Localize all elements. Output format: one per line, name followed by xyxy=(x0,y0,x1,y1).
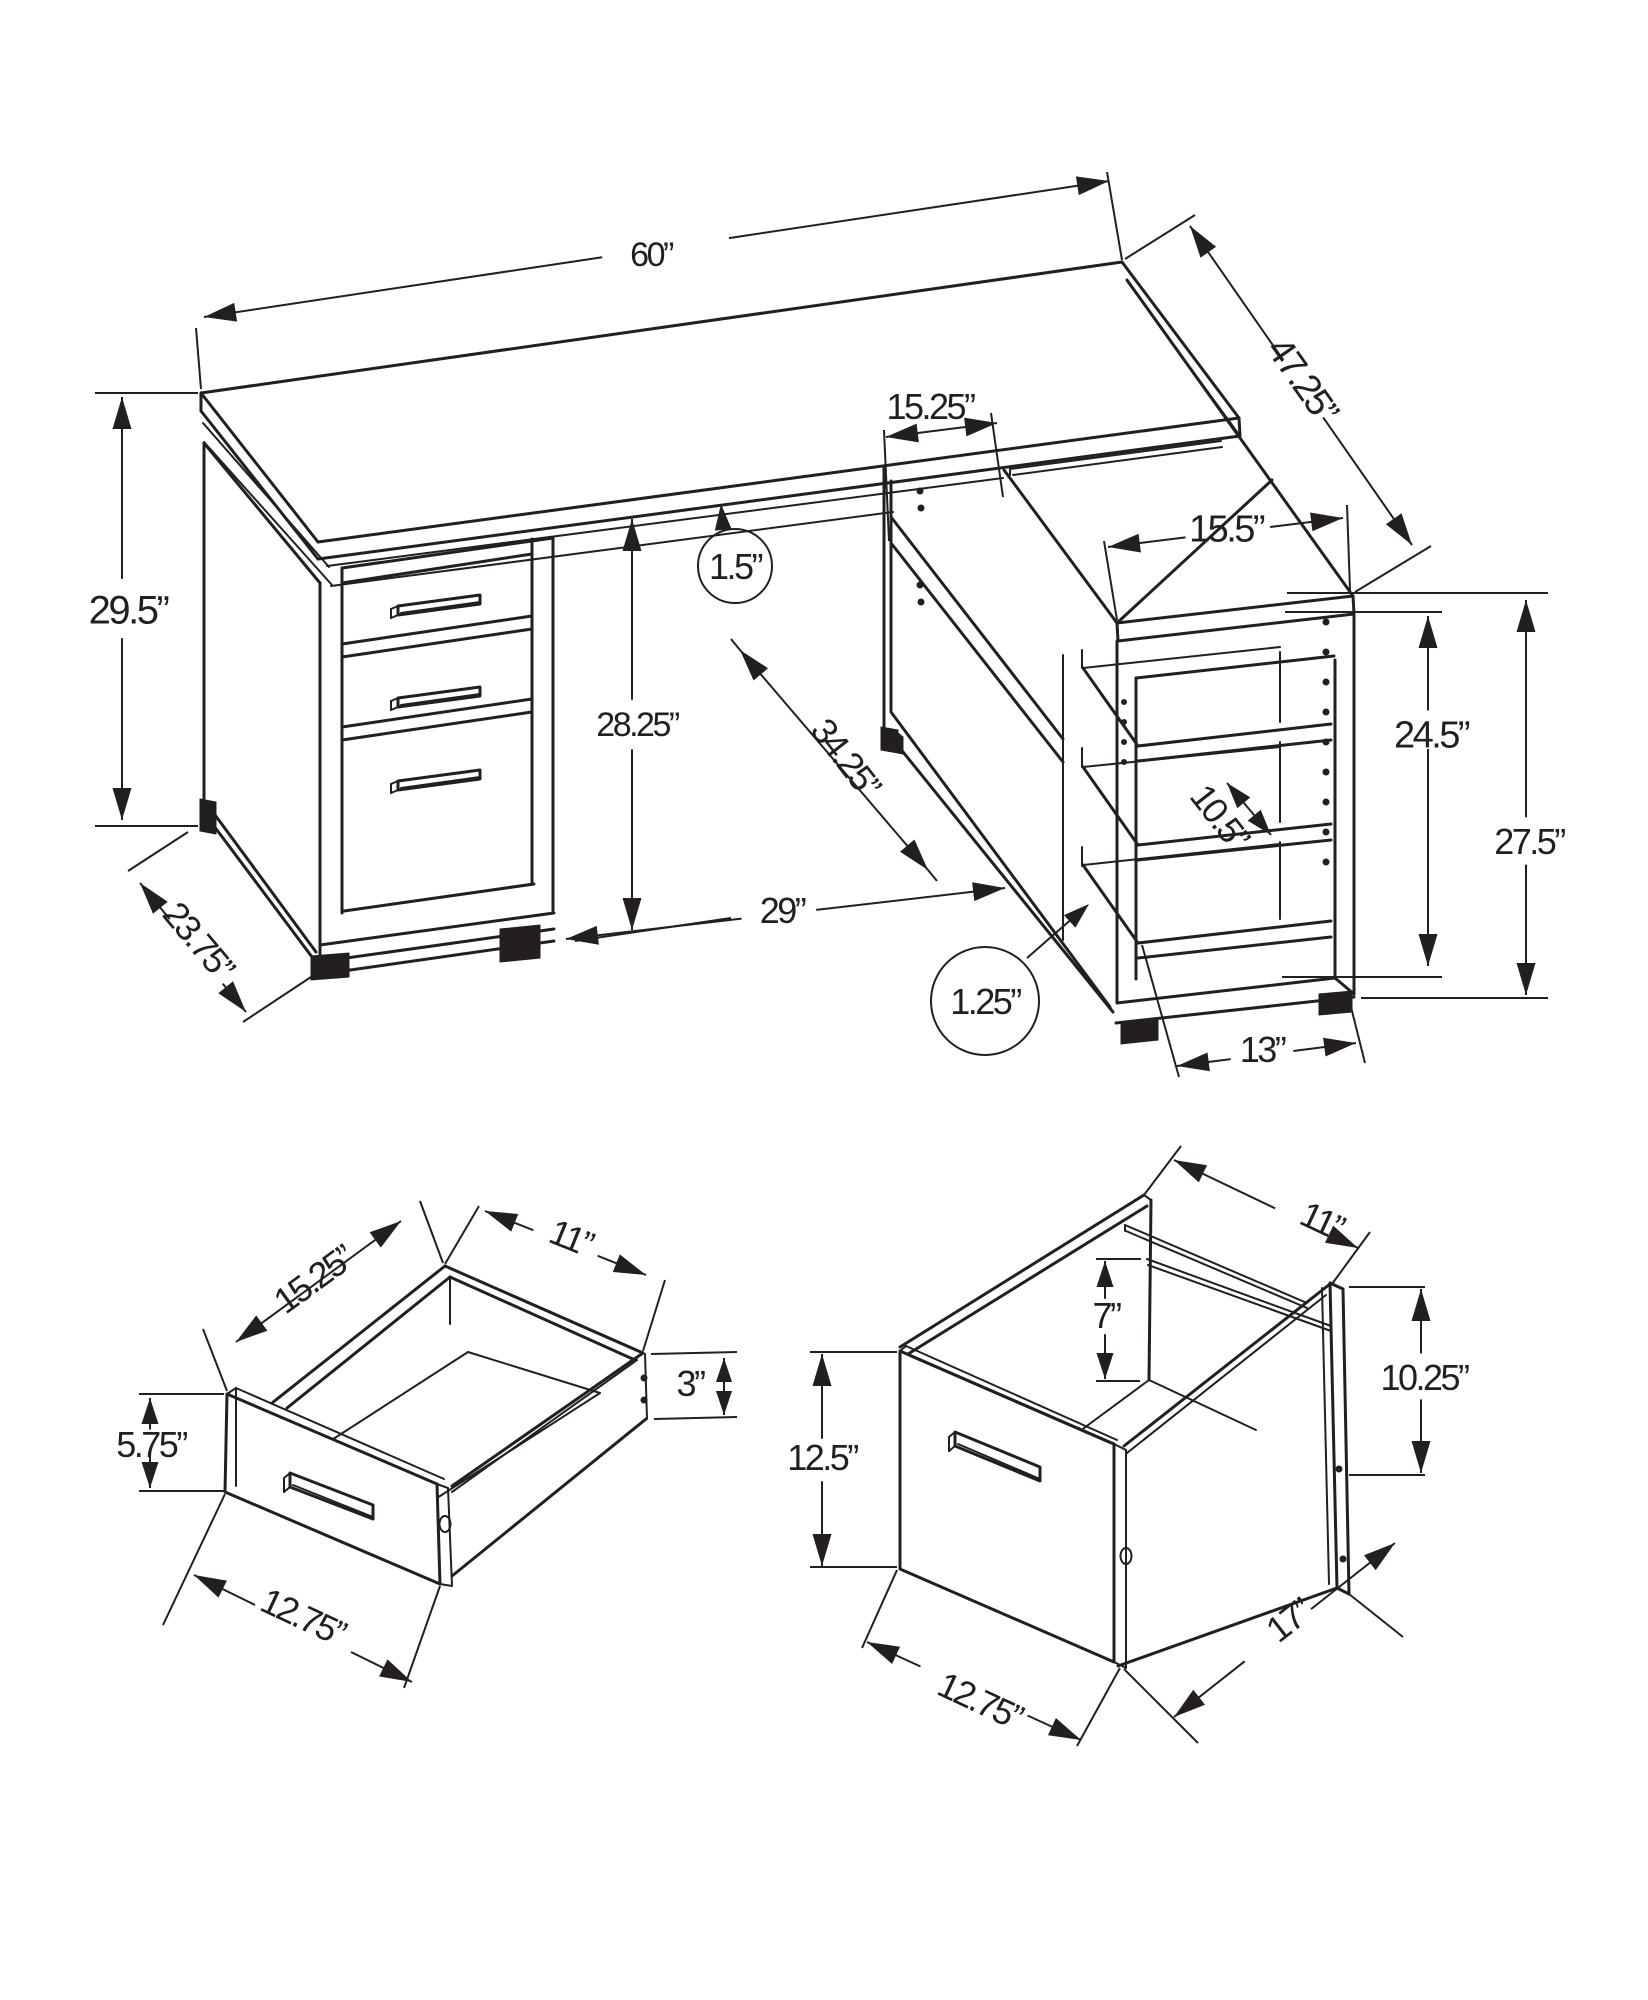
svg-text:60”: 60” xyxy=(630,236,674,274)
svg-text:1.25”: 1.25” xyxy=(950,981,1021,1022)
svg-text:27.5”: 27.5” xyxy=(1494,821,1565,862)
svg-text:28.25”: 28.25” xyxy=(596,706,680,744)
svg-text:1.5”: 1.5” xyxy=(709,546,763,587)
svg-text:24.5”: 24.5” xyxy=(1394,715,1470,757)
svg-text:10.25”: 10.25” xyxy=(1380,1357,1469,1398)
svg-text:3”: 3” xyxy=(676,1363,705,1404)
svg-text:13”: 13” xyxy=(1240,1029,1286,1070)
svg-text:7”: 7” xyxy=(1092,1295,1121,1336)
svg-text:15.5”: 15.5” xyxy=(1189,509,1265,551)
svg-text:12.5”: 12.5” xyxy=(787,1437,858,1478)
svg-text:29”: 29” xyxy=(760,890,806,931)
svg-text:5.75”: 5.75” xyxy=(116,1424,187,1465)
svg-text:29.5”: 29.5” xyxy=(89,588,169,632)
svg-text:15.25”: 15.25” xyxy=(886,386,975,427)
